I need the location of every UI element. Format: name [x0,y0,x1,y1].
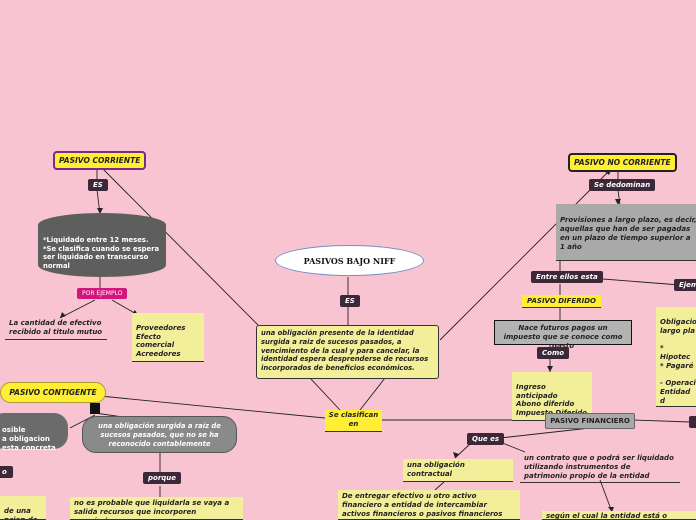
label-es-center: ES [340,295,360,307]
se-clasifican-text: Se clasifican en [328,411,379,428]
pasivo-corriente-description-text: *Liquidado entre 12 meses. *Se clasifica… [43,235,160,271]
label-se-dedominan: Se dedominan [589,179,656,191]
central-title-text: PASIVOS BAJO NIFF [303,255,396,266]
financiero-bottom-text[interactable]: según el cual la entidad está o [542,511,696,520]
pasivo-diferido-description[interactable]: Nace futuros pagos un impuesto que se co… [494,320,632,350]
label-entre-ellos: Entre ellos esta [531,271,603,283]
corriente-example-right[interactable]: Proveedores Efecto comercial Acreedores [132,313,204,362]
contigente-marker [90,403,100,414]
pasivo-corriente-title[interactable]: PASIVO CORRIENTE [53,151,147,170]
pasivo-contigente-title[interactable]: PASIVO CONTIGENTE [0,382,106,403]
financiero-contractual[interactable]: una obligación contractual [403,459,513,482]
se-clasifican-node[interactable]: Se clasifican en [325,410,382,432]
contigente-left-blob[interactable]: osible a obligacion esta concreta [0,413,68,452]
label-small-left: o [0,466,13,478]
label-como: Como [537,347,570,359]
label-es-left: ES [88,179,108,191]
pasivo-diferido-title[interactable]: PASIVO DIFERIDO [522,295,601,308]
label-que-es: Que es [467,433,505,445]
financiero-deliver-desc[interactable]: De entregar efectivo u otro activo finan… [338,490,520,520]
center-definition-text: una obligación presente de la identidad … [261,329,429,373]
contigente-definition[interactable]: una obligación surgida a raíz de sucesos… [82,416,237,453]
pasivo-no-corriente-description[interactable]: Provisiones a largo plazo, es decir, aqu… [556,204,696,261]
no-corriente-side-list[interactable]: Obligacio largo pla * Hipotec * Pagaré -… [656,307,696,407]
contigente-left-note[interactable]: de una ncion de pasos [0,496,46,520]
corriente-example-left[interactable]: La cantidad de efectivo recibido al titu… [5,317,107,340]
pasivo-no-corriente-title[interactable]: PASIVO NO CORRIENTE [568,153,677,172]
right-edge-pill [689,416,696,428]
pasivo-corriente-description[interactable]: *Liquidado entre 12 meses. *Se clasifica… [38,213,166,277]
label-porque: porque [143,472,182,484]
center-definition[interactable]: una obligación presente de la identidad … [256,325,439,379]
label-ejemplo-right: Ejem [674,279,696,291]
financiero-contract-desc[interactable]: un contrato que o podrá ser liquidado ut… [520,452,680,484]
pasivo-financiero-title[interactable]: PASIVO FINANCIERO [545,413,635,429]
central-title[interactable]: PASIVOS BAJO NIFF [275,245,424,276]
label-por-ejemplo: POR EJEMPLO [77,288,128,299]
contigente-reason[interactable]: no es probable que liquidarla se vaya a … [70,497,243,520]
